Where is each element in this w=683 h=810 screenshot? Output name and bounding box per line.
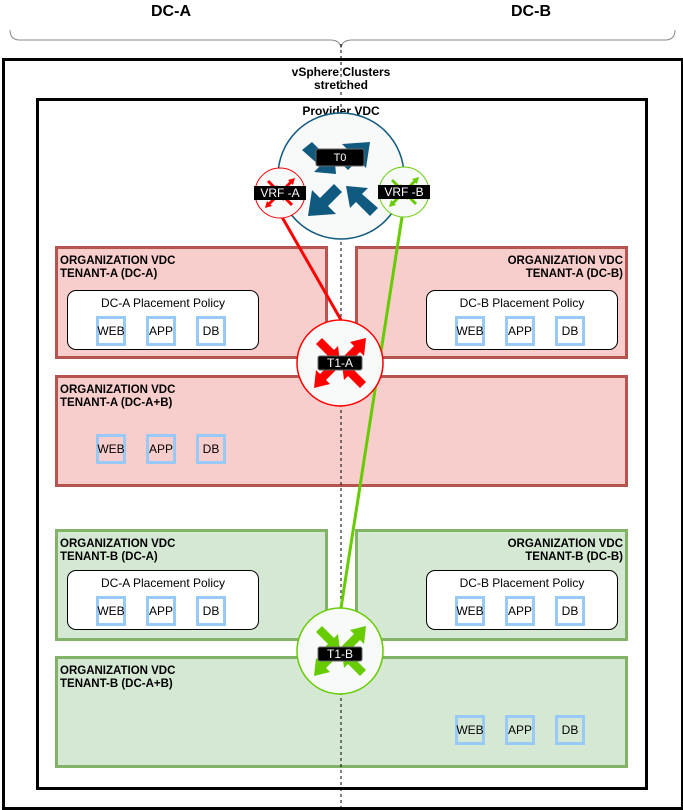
- t1-a-router[interactable]: T1-A: [296, 319, 384, 407]
- org-vdc-title-line2: TENANT-B (DC-B): [525, 551, 623, 563]
- org-vdc-title-line2: TENANT-A (DC-B): [525, 268, 623, 280]
- t1-b-label: T1-B: [327, 647, 353, 661]
- workload-web[interactable]: WEB: [455, 316, 485, 346]
- placement-policy-dc-b[interactable]: DC-B Placement Policy WEB APP DB: [426, 290, 618, 350]
- placement-policy-dc-a[interactable]: DC-A Placement Policy WEB APP DB: [67, 570, 259, 630]
- datacenter-brace: [9, 29, 676, 49]
- t1-a-label: T1-A: [327, 356, 353, 370]
- placement-policy-dc-b[interactable]: DC-B Placement Policy WEB APP DB: [426, 570, 618, 630]
- cluster-title-line1: vSphere Clusters: [291, 65, 391, 79]
- workload-web[interactable]: WEB: [96, 434, 126, 464]
- org-vdc-tenant-a-dc-a[interactable]: ORGANIZATION VDC TENANT-A (DC-A) DC-A Pl…: [55, 246, 328, 359]
- workload-app[interactable]: APP: [505, 715, 535, 745]
- vrf-b-label: VRF -B: [384, 185, 423, 199]
- workload-web[interactable]: WEB: [96, 316, 126, 346]
- dc-a-label: DC-A: [151, 3, 191, 20]
- vrf-a-router[interactable]: VRF -A: [254, 167, 306, 219]
- workload-db[interactable]: DB: [196, 434, 226, 464]
- workload-app[interactable]: APP: [505, 596, 535, 626]
- workload-web[interactable]: WEB: [455, 596, 485, 626]
- org-vdc-title-line1: ORGANIZATION VDC: [60, 384, 176, 396]
- org-vdc-title: ORGANIZATION VDC TENANT-B (DC-A): [60, 538, 175, 564]
- workload-app[interactable]: APP: [146, 316, 176, 346]
- cluster-title-line2: stretched: [313, 78, 369, 92]
- workload-db[interactable]: DB: [196, 316, 226, 346]
- org-vdc-title: ORGANIZATION VDC TENANT-A (DC-A+B): [60, 384, 175, 410]
- org-vdc-title: ORGANIZATION VDC TENANT-A (DC-A): [60, 255, 175, 281]
- link-vrf-a-to-t1-a: [280, 216, 343, 321]
- workload-web[interactable]: WEB: [455, 715, 485, 745]
- org-vdc-tenant-b-dc-b[interactable]: ORGANIZATION VDC TENANT-B (DC-B) DC-B Pl…: [355, 529, 628, 641]
- placement-policy-label: DC-B Placement Policy: [459, 296, 585, 310]
- workload-app[interactable]: APP: [146, 434, 176, 464]
- workload-db[interactable]: DB: [555, 316, 585, 346]
- t1-b-router[interactable]: T1-B: [296, 607, 384, 695]
- workload-web[interactable]: WEB: [96, 596, 126, 626]
- org-vdc-title: ORGANIZATION VDC TENANT-B (DC-A+B): [60, 665, 175, 691]
- org-vdc-title: ORGANIZATION VDC TENANT-A (DC-B): [508, 255, 623, 281]
- vrf-b-router[interactable]: VRF -B: [378, 166, 430, 218]
- workload-app[interactable]: APP: [146, 596, 176, 626]
- placement-policy-label: DC-B Placement Policy: [459, 576, 585, 590]
- org-vdc-tenant-b-dc-a[interactable]: ORGANIZATION VDC TENANT-B (DC-A) DC-A Pl…: [55, 529, 328, 641]
- org-vdc-title: ORGANIZATION VDC TENANT-B (DC-B): [508, 538, 623, 564]
- link-vrf-b-to-t1-b: [339, 216, 404, 609]
- t0-label: T0: [334, 152, 347, 164]
- org-vdc-title-line1: ORGANIZATION VDC: [60, 538, 176, 550]
- org-vdc-title-line1: ORGANIZATION VDC: [507, 255, 623, 267]
- org-vdc-title-line1: ORGANIZATION VDC: [60, 255, 176, 267]
- org-vdc-title-line2: TENANT-A (DC-A+B): [60, 397, 173, 409]
- dc-b-label: DC-B: [511, 3, 551, 20]
- workload-app[interactable]: APP: [505, 316, 535, 346]
- placement-policy-label: DC-A Placement Policy: [100, 576, 226, 590]
- workload-db[interactable]: DB: [555, 596, 585, 626]
- org-vdc-title-line2: TENANT-B (DC-A): [60, 551, 158, 563]
- workload-db[interactable]: DB: [555, 715, 585, 745]
- placement-policy-label: DC-A Placement Policy: [100, 296, 226, 310]
- org-vdc-title-line2: TENANT-A (DC-A): [60, 268, 158, 280]
- vsphere-clusters-box: [2, 58, 683, 810]
- workload-db[interactable]: DB: [196, 596, 226, 626]
- org-vdc-title-line1: ORGANIZATION VDC: [507, 538, 623, 550]
- org-vdc-title-line2: TENANT-B (DC-A+B): [60, 678, 173, 690]
- org-vdc-tenant-a-dc-b[interactable]: ORGANIZATION VDC TENANT-A (DC-B) DC-B Pl…: [355, 246, 628, 359]
- provider-vdc-box: [36, 98, 648, 790]
- vrf-a-label: VRF -A: [260, 186, 299, 200]
- vsphere-clusters-title: vSphere Clusters stretched: [250, 66, 432, 92]
- placement-policy-dc-a[interactable]: DC-A Placement Policy WEB APP DB: [67, 290, 259, 350]
- org-vdc-title-line1: ORGANIZATION VDC: [60, 665, 176, 677]
